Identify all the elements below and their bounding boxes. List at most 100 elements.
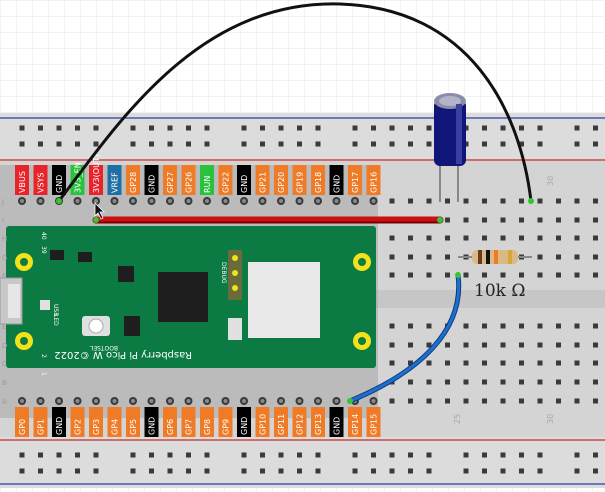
- column-label-30-bottom: 30: [546, 414, 555, 424]
- pin-label: GP2: [74, 419, 83, 435]
- black-wire: [57, 2, 533, 202]
- breadboard-hole: [556, 235, 561, 241]
- breadboard-hole: [463, 217, 469, 223]
- breadboard-hole: [445, 217, 450, 223]
- breadboard-hole: [500, 235, 506, 241]
- breadboard-hole: [204, 452, 210, 458]
- breadboard-hole: [574, 323, 580, 329]
- pin-label-box: [311, 407, 325, 437]
- breadboard-hole: [56, 452, 62, 458]
- breadboard-hole: [241, 141, 247, 147]
- breadboard-hole: [519, 272, 524, 278]
- breadboard-hole: [482, 360, 487, 366]
- row-label: E: [2, 323, 6, 331]
- pin-label-box: [181, 407, 196, 437]
- breadboard-hole: [445, 272, 450, 278]
- breadboard-hole: [389, 360, 395, 366]
- breadboard-hole: [130, 125, 136, 131]
- breadboard-hole: [445, 398, 450, 404]
- breadboard-hole: [593, 235, 598, 241]
- breadboard-hole: [426, 235, 432, 241]
- breadboard-hole: [482, 125, 487, 131]
- pin-label-box: [218, 165, 233, 195]
- breadboard-hole: [352, 468, 358, 474]
- pin-label-2: 2: [40, 354, 47, 358]
- breadboard-hole: [408, 323, 413, 329]
- breadboard-hole: [574, 125, 580, 131]
- breadboard-hole: [389, 235, 395, 241]
- pin-label: GP17: [351, 172, 360, 193]
- breadboard-hole: [537, 217, 543, 223]
- breadboard-hole: [537, 235, 543, 241]
- breadboard-hole: [556, 342, 561, 348]
- breadboard-hole: [500, 468, 506, 474]
- breadboard-hole: [574, 141, 580, 147]
- row-label: B: [2, 379, 7, 387]
- breadboard-hole: [593, 198, 598, 204]
- pin-label-box: [274, 407, 288, 437]
- pin-label-40: 40: [40, 232, 47, 240]
- pin-label-box: [163, 407, 177, 437]
- breadboard-hole: [556, 198, 561, 204]
- breadboard-hole: [204, 141, 210, 147]
- pin-label-box: [329, 407, 344, 437]
- row-label: C: [2, 360, 7, 368]
- breadboard-hole: [482, 379, 487, 385]
- breadboard-hole: [482, 468, 487, 474]
- breadboard-hole: [426, 141, 432, 147]
- breadboard-hole: [574, 235, 580, 241]
- breadboard-hole: [519, 198, 524, 204]
- breadboard-hole: [260, 452, 265, 458]
- breadboard-hole: [463, 323, 469, 329]
- breadboard-hole: [593, 125, 598, 131]
- breadboard-hole: [574, 379, 580, 385]
- pin-label: GP12: [296, 414, 305, 435]
- breadboard-hole: [408, 360, 413, 366]
- breadboard-hole: [519, 323, 524, 329]
- pin-label-box: [52, 407, 66, 437]
- breadboard-hole: [537, 198, 543, 204]
- breadboard-hole: [537, 342, 543, 348]
- breadboard-hole: [93, 141, 99, 147]
- breadboard-hole: [19, 125, 25, 131]
- top-power-rail: [0, 113, 605, 161]
- breadboard-hole: [482, 235, 487, 241]
- breadboard-hole: [19, 141, 25, 147]
- breadboard-hole: [519, 217, 524, 223]
- pin-label-39: 39: [40, 246, 47, 254]
- pin-label-box: [237, 407, 251, 437]
- pin-label: GND: [333, 175, 342, 193]
- pin-label-box: [144, 407, 159, 437]
- breadboard-hole: [519, 360, 524, 366]
- pin-label: GP27: [166, 172, 175, 193]
- breadboard-hole: [445, 379, 450, 385]
- breadboard-hole: [389, 452, 395, 458]
- row-label: G: [2, 254, 7, 262]
- breadboard-hole: [186, 452, 191, 458]
- breadboard-hole: [426, 379, 432, 385]
- breadboard-hole: [167, 468, 173, 474]
- breadboard-hole: [75, 468, 80, 474]
- pin-label-box: [218, 407, 233, 437]
- pin-label: GP15: [370, 414, 379, 435]
- pin-label-box: [15, 165, 29, 195]
- row-label: J: [1, 198, 4, 206]
- breadboard-hole: [93, 125, 99, 131]
- breadboard-hole: [38, 452, 43, 458]
- pin-label: GP9: [222, 419, 231, 435]
- pin-label: GP1: [37, 419, 46, 435]
- breadboard-hole: [593, 323, 598, 329]
- breadboard-hole: [556, 272, 561, 278]
- pin-label: GP3: [92, 419, 101, 435]
- breadboard-hole: [537, 125, 543, 131]
- mouse-cursor: [94, 202, 105, 220]
- pin-label-box: [292, 407, 307, 437]
- breadboard-hole: [426, 272, 432, 278]
- breadboard-hole: [278, 141, 284, 147]
- pin-label-box: [181, 165, 196, 195]
- breadboard-hole: [593, 398, 598, 404]
- breadboard-hole: [297, 125, 302, 131]
- breadboard-hole: [574, 272, 580, 278]
- breadboard-hole: [260, 141, 265, 147]
- breadboard-hole: [463, 342, 469, 348]
